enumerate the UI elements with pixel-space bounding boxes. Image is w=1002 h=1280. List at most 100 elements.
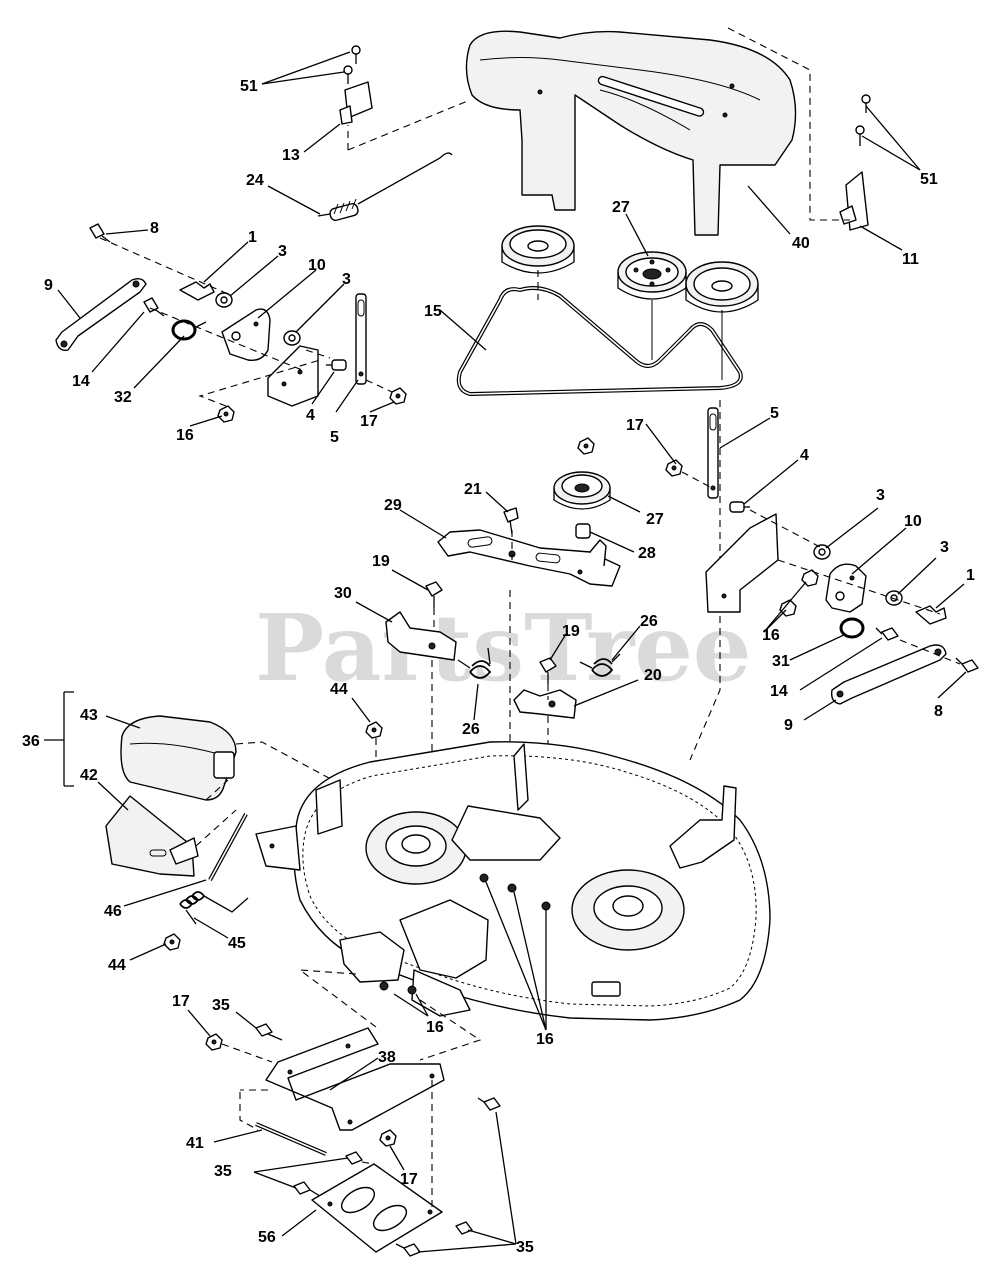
- nut-part-44-top: [365, 721, 383, 739]
- callout-1: 1: [248, 229, 257, 246]
- mower-deck: [255, 741, 771, 1021]
- callout-42: 42: [80, 767, 98, 784]
- callout-1: 1: [966, 567, 975, 584]
- bracket-part-30: [385, 611, 457, 661]
- callout-13: 13: [282, 147, 300, 164]
- washer-part-3-left-a: [215, 292, 233, 308]
- callout-3: 3: [876, 487, 885, 504]
- callout-17: 17: [172, 993, 190, 1010]
- callout-35: 35: [212, 997, 230, 1014]
- spring-part-26-left: [457, 647, 492, 679]
- belt-cover-part-40: [465, 30, 797, 236]
- callout-32: 32: [114, 389, 132, 406]
- callout-27: 27: [646, 511, 664, 528]
- baffle-plate-part-56: [311, 1163, 443, 1253]
- callout-9: 9: [784, 717, 793, 734]
- screws-part-51-right: [855, 94, 871, 146]
- callout-24: 24: [246, 172, 264, 189]
- idler-arm-part-10-right: [825, 563, 867, 613]
- callout-56: 56: [258, 1229, 276, 1246]
- callout-35: 35: [516, 1239, 534, 1256]
- callout-17: 17: [360, 413, 378, 430]
- arm-part-9-left: [55, 277, 147, 351]
- deflector-part-42: [105, 795, 199, 877]
- bracket-part-20: [513, 689, 577, 719]
- callout-14: 14: [770, 683, 788, 700]
- callout-35: 35: [214, 1163, 232, 1180]
- bracket-part-11: [839, 171, 869, 231]
- callout-45: 45: [228, 935, 246, 952]
- spring-part-26-right: [579, 653, 621, 677]
- bolt-part-19-left: [425, 581, 443, 608]
- callout-17: 17: [400, 1171, 418, 1188]
- callout-5: 5: [330, 429, 339, 446]
- bolt-part-14-left: [143, 297, 165, 317]
- bolt-part-35-b: [477, 1097, 501, 1111]
- watermark-text: PartsTree: [255, 594, 751, 702]
- torsion-spring-part-45: [179, 891, 249, 925]
- washer-part-3-right-b: [885, 590, 903, 606]
- spacer-part-28: [575, 523, 591, 539]
- screws-part-51-left: [343, 45, 361, 84]
- callout-31: 31: [772, 653, 790, 670]
- callout-9: 9: [44, 277, 53, 294]
- nut-part-17-center: [577, 437, 595, 455]
- callout-16: 16: [762, 627, 780, 644]
- callout-8: 8: [934, 703, 943, 720]
- wing-nut-part-1-left: [179, 281, 215, 301]
- callout-4: 4: [800, 447, 809, 464]
- callout-3: 3: [278, 243, 287, 260]
- callout-30: 30: [334, 585, 352, 602]
- mount-bracket-right: [705, 513, 779, 613]
- nut-part-44-bottom: [163, 933, 181, 951]
- bracket-part-13: [339, 81, 373, 125]
- callout-19: 19: [562, 623, 580, 640]
- bolt-part-14-right: [875, 627, 899, 641]
- callout-36: 36: [22, 733, 40, 750]
- spring-cable-part-24: [317, 152, 453, 221]
- callout-4: 4: [306, 407, 315, 424]
- wing-nut-part-1-right: [915, 605, 947, 625]
- callout-labels: 51 13 24 8 1 3 10 3 9 14 32 4 5 17 16 27…: [22, 78, 975, 1256]
- callout-29: 29: [384, 497, 402, 514]
- callout-17: 17: [626, 417, 644, 434]
- callout-51: 51: [920, 171, 938, 188]
- washer-part-3-right-a: [813, 544, 831, 560]
- idler-bracket-part-29: [437, 529, 621, 587]
- callout-19: 19: [372, 553, 390, 570]
- callout-51: 51: [240, 78, 258, 95]
- idler-pulley-part-27-center: [553, 471, 611, 510]
- washer-part-3-left-b: [283, 330, 301, 346]
- nut-part-16-left: [217, 405, 235, 423]
- callout-8: 8: [150, 220, 159, 237]
- callout-40: 40: [792, 235, 810, 252]
- callout-15: 15: [424, 303, 442, 320]
- callout-27: 27: [612, 199, 630, 216]
- nut-part-17-lower-a: [205, 1033, 223, 1051]
- chute-part-43: [120, 715, 237, 801]
- callout-43: 43: [80, 707, 98, 724]
- callout-16: 16: [426, 1019, 444, 1036]
- callout-16: 16: [536, 1031, 554, 1048]
- link-part-5-right: [707, 407, 719, 499]
- callout-10: 10: [308, 257, 326, 274]
- callout-3: 3: [940, 539, 949, 556]
- nut-part-17-left: [389, 387, 407, 405]
- callout-20: 20: [644, 667, 662, 684]
- callout-16: 16: [176, 427, 194, 444]
- pulley-part-27-right: [685, 261, 759, 313]
- arm-part-9-right: [830, 644, 947, 705]
- hanger-part-38: [265, 1027, 445, 1131]
- callout-26: 26: [640, 613, 658, 630]
- spring-part-31: [839, 617, 865, 639]
- nut-part-17-lower-b: [379, 1129, 397, 1147]
- mount-bracket-left: [267, 345, 319, 407]
- leader-lines: [44, 51, 967, 1253]
- bolt-part-21: [503, 507, 519, 535]
- callout-10: 10: [904, 513, 922, 530]
- idler-arm-part-10-left: [221, 308, 271, 361]
- callout-46: 46: [104, 903, 122, 920]
- callout-3: 3: [342, 271, 351, 288]
- rod-part-46: [208, 813, 248, 881]
